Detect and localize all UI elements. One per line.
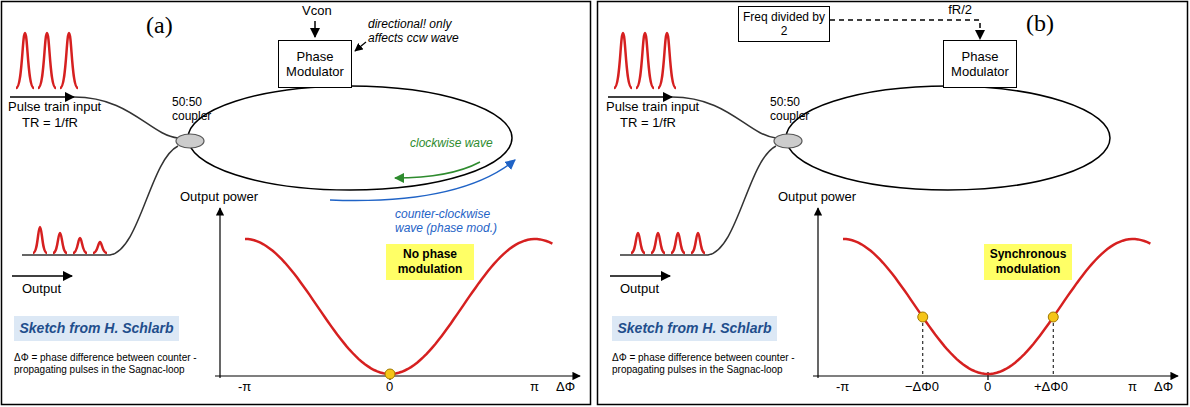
tick-label: -π (238, 380, 251, 395)
state-label: Synchronous modulation (984, 244, 1072, 280)
clock-connector (830, 20, 980, 39)
node-content: Phase Modulator (947, 49, 1013, 79)
panel-a (2, 2, 591, 405)
caption-note: ΔΦ = phase difference between counter -p… (612, 352, 817, 376)
output-fiber (620, 146, 776, 255)
pulse (16, 33, 34, 88)
pulse (631, 233, 645, 253)
output-label: Output (22, 282, 61, 297)
pulse (93, 242, 107, 253)
input-arrow (608, 96, 672, 98)
y-axis (817, 208, 818, 378)
coupler (774, 134, 802, 148)
operating-point (918, 312, 928, 322)
coupler-label: 50:50 coupler (172, 96, 220, 124)
wave-label: clockwise wave (410, 137, 493, 151)
coupler (176, 134, 204, 148)
edge-label: fR/2 (946, 3, 974, 18)
pulse (636, 33, 654, 88)
pulse (658, 33, 676, 88)
input-pulses (614, 33, 676, 88)
pulse (691, 233, 705, 253)
node-content: Synchronous modulation (987, 247, 1069, 277)
drop-line (1053, 317, 1054, 376)
signal-name: Vcon (302, 4, 332, 19)
vcon-arrow (314, 21, 316, 37)
pulse (33, 227, 47, 253)
response-curve (843, 239, 1150, 374)
phase-modulator: Phase Modulator (278, 40, 352, 88)
node-text: No phase modulation (389, 247, 471, 277)
panel-label: (b) (1026, 10, 1054, 38)
node-content: Sketch from H. Schlarb (19, 320, 174, 337)
panel-border (598, 2, 1188, 405)
period-label: TR = 1/fR (620, 116, 676, 131)
node-text: Freq divided by 2 (742, 10, 826, 38)
phase-modulator: Phase Modulator (943, 40, 1017, 88)
node-content: Phase Modulator (282, 49, 348, 79)
axis-title: ΔΦ (556, 380, 575, 395)
output-arrow (610, 275, 670, 277)
pulse (60, 33, 78, 88)
output-fiber (22, 146, 178, 255)
input-label: Pulse train input (606, 100, 699, 115)
period-label: TR = 1/fR (22, 116, 78, 131)
ccw-arrow (330, 160, 515, 201)
node-text: Phase Modulator (282, 49, 348, 79)
x-axis (813, 375, 1178, 376)
drop-line (922, 317, 923, 376)
node-content: Sketch from H. Schlarb (617, 320, 772, 337)
coupler-label: 50:50 coupler (770, 96, 818, 124)
axis-title: Output power (778, 190, 856, 205)
tick-label: -π (836, 380, 849, 395)
input-label: Pulse train input (8, 100, 101, 115)
tick-label: −ΔΦ0 (905, 380, 939, 395)
tick-label: 0 (984, 380, 991, 395)
input-pulses (16, 33, 78, 88)
output-pulses (33, 227, 107, 253)
panel-label: (a) (146, 12, 173, 40)
operating-point (1048, 312, 1058, 322)
pulse (671, 233, 685, 253)
node-text: Synchronous modulation (987, 247, 1069, 277)
note: directional! only affects ccw wave (368, 18, 480, 46)
tick-label: 0 (386, 380, 393, 395)
tick-label: π (530, 380, 539, 395)
wave-label: counter-clockwise wave (phase mod.) (395, 208, 513, 236)
panel-border (2, 2, 591, 405)
pulse (53, 233, 67, 253)
node-text: Phase Modulator (947, 49, 1013, 79)
output-arrow (12, 275, 72, 277)
axis-title: ΔΦ (1154, 380, 1173, 395)
pulse (651, 233, 665, 253)
node-text: Sketch from H. Schlarb (19, 320, 174, 337)
pulse (73, 238, 87, 253)
sagnac-loop (786, 86, 1110, 190)
input-arrow (10, 96, 74, 98)
node-text: Sketch from H. Schlarb (617, 320, 772, 337)
panel-b (598, 2, 1188, 405)
y-axis (219, 208, 220, 378)
output-label: Output (620, 282, 659, 297)
output-pulses (631, 233, 705, 253)
operating-point (385, 369, 395, 379)
cw-arrow (395, 162, 480, 178)
node-content: Freq divided by 2 (742, 10, 826, 38)
credit-box: Sketch from H. Schlarb (14, 316, 179, 341)
node-content: No phase modulation (389, 247, 471, 277)
caption-note: ΔΦ = phase difference between counter -p… (14, 352, 219, 376)
sagnac-loop (188, 86, 512, 190)
divider-box: Freq divided by 2 (738, 6, 830, 42)
pulse (614, 33, 632, 88)
pulse (38, 33, 56, 88)
x-axis (215, 375, 580, 376)
response-curve (245, 239, 552, 374)
tick-label: π (1128, 380, 1137, 395)
state-label: No phase modulation (386, 244, 474, 280)
pointer-arrow (355, 42, 366, 51)
tick-label: +ΔΦ0 (1034, 380, 1068, 395)
axis-title: Output power (180, 190, 258, 205)
credit-box: Sketch from H. Schlarb (612, 316, 777, 341)
